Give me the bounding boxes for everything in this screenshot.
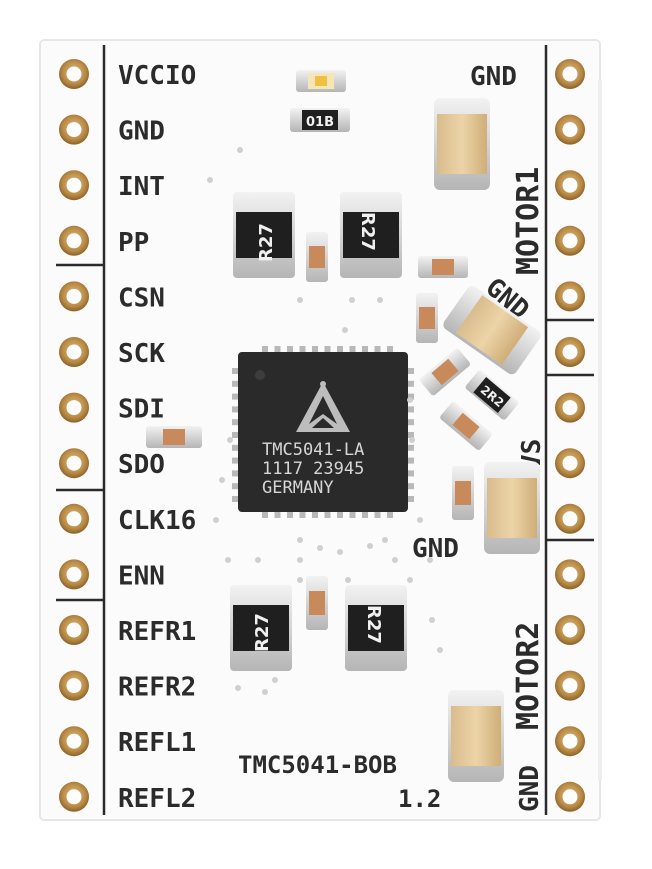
resistor-r27-bottom-right: R27	[345, 585, 407, 671]
led-top	[296, 70, 346, 92]
resistor-r27-top-left: R27	[233, 192, 295, 278]
left-pin-label-1: VCCIO	[118, 61, 196, 91]
resistor-r27-bottom-left: R27	[230, 585, 292, 671]
small-cap-6	[146, 426, 202, 448]
left-pin-label-14: REFL2	[118, 784, 196, 814]
left-pin-label-8: SDO	[118, 450, 165, 480]
left-pin-label-10: ENN	[118, 561, 165, 591]
svg-text:01B: 01B	[306, 115, 334, 130]
right-silkscreen-lines	[544, 45, 594, 815]
capacitor-motor2	[448, 690, 504, 782]
right-header-hole-11	[562, 622, 578, 638]
right-header-hole-1	[562, 66, 578, 82]
right-header-hole-5	[562, 288, 578, 304]
board-name: TMC5041-BOB	[238, 751, 397, 779]
left-header-hole-14	[66, 789, 82, 805]
right-header-hole-10	[562, 566, 578, 582]
right-header-hole-9	[562, 511, 578, 527]
chip-text-origin: GERMANY	[262, 478, 334, 498]
left-header-hole-12	[66, 678, 82, 694]
small-cap-1	[306, 232, 328, 282]
resistor-01b: 01B	[290, 108, 350, 132]
small-cap-3	[416, 293, 438, 343]
left-pin-label-13: REFL1	[118, 728, 196, 758]
left-header-pads	[59, 59, 89, 812]
left-header-hole-11	[66, 622, 82, 638]
chip-text-date: 1117 23945	[262, 459, 364, 479]
right-label-gnd-low: GND	[412, 534, 459, 564]
right-header-hole-4	[562, 233, 578, 249]
capacitor-vs	[484, 462, 540, 554]
left-pin-label-5: CSN	[118, 283, 165, 313]
left-silkscreen-lines	[56, 45, 106, 815]
svg-text:R27: R27	[363, 605, 384, 644]
capacitor-diagonal	[443, 285, 541, 375]
left-header-hole-4	[66, 233, 82, 249]
svg-text:R27: R27	[252, 613, 273, 652]
trinamic-triangle-logo	[296, 381, 350, 432]
left-pin-label-4: PP	[118, 228, 149, 258]
left-header-hole-10	[66, 566, 82, 582]
left-pin-label-2: GND	[118, 117, 165, 147]
board-version: 1.2	[398, 785, 441, 813]
right-header-hole-14	[562, 789, 578, 805]
right-header-hole-3	[562, 177, 578, 193]
right-header-hole-2	[562, 122, 578, 138]
right-label-motor1: MOTOR1	[511, 167, 546, 275]
small-cap-2	[418, 256, 468, 278]
left-header-hole-3	[66, 177, 82, 193]
left-header-hole-5	[66, 288, 82, 304]
small-cap-7	[452, 466, 474, 520]
chip-text-part: TMC5041-LA	[262, 440, 364, 460]
svg-text:R27: R27	[256, 223, 277, 262]
left-header-hole-1	[66, 66, 82, 82]
right-header-hole-8	[562, 455, 578, 471]
vias	[207, 147, 443, 695]
right-header-hole-13	[562, 733, 578, 749]
right-header-hole-7	[562, 400, 578, 416]
left-header-hole-2	[66, 122, 82, 138]
svg-text:R27: R27	[357, 212, 378, 251]
small-cap-5	[440, 402, 492, 450]
right-header-hole-6	[562, 344, 578, 360]
left-pin-label-3: INT	[118, 172, 165, 202]
left-header-hole-7	[66, 400, 82, 416]
left-header-hole-6	[66, 344, 82, 360]
left-pin-label-6: SCK	[118, 339, 165, 369]
right-label-gnd-top: GND	[470, 62, 517, 92]
right-header-hole-12	[562, 678, 578, 694]
small-cap-4	[420, 348, 470, 396]
left-header-hole-13	[66, 733, 82, 749]
right-label-motor2: MOTOR2	[511, 622, 546, 730]
left-header-hole-8	[66, 455, 82, 471]
left-pin-label-12: REFR2	[118, 673, 196, 703]
small-cap-8	[306, 576, 328, 630]
left-header-hole-9	[66, 511, 82, 527]
right-header-pads	[555, 59, 585, 812]
left-pin-label-9: CLK16	[118, 506, 196, 536]
main-chip: TMC5041-LA 1117 23945 GERMANY	[232, 346, 414, 518]
right-label-gnd-bottom: GND	[515, 765, 545, 812]
capacitor-motor1	[434, 98, 490, 190]
resistor-r27-top-right: R27	[340, 192, 402, 278]
left-pin-label-11: REFR1	[118, 617, 196, 647]
left-pin-label-7: SDI	[118, 395, 165, 425]
